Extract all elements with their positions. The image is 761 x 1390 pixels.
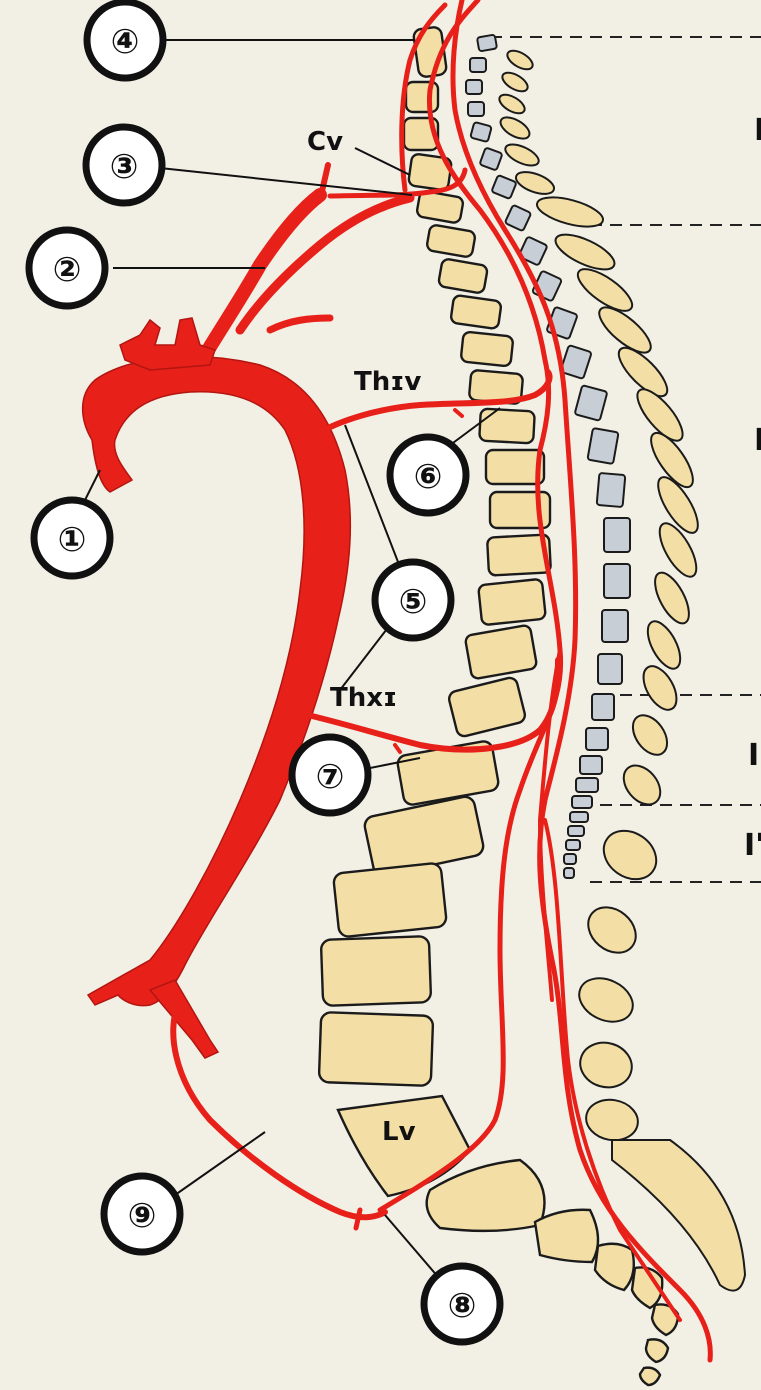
spinous-process [583,1096,641,1144]
cord-segment [470,58,486,72]
vertebral-body [319,1012,433,1086]
spinous-process [616,759,667,812]
cord-segment [576,778,598,792]
badge-label: ④ [111,22,140,62]
badge-9: ⑨ [104,1176,180,1252]
pointer-line-5b [340,625,390,690]
cord-segment [575,385,608,421]
badge-6: ⑥ [390,437,466,513]
branch-stub [356,1210,360,1228]
coccyx-segment [646,1339,668,1362]
cord-segment [491,175,516,199]
spinous-process [497,113,533,143]
branch-stub [395,745,400,752]
spinous-process [579,898,645,962]
level-label-lv: Lv [382,1117,416,1147]
vertebral-body [478,579,546,625]
edge-label: I [754,113,761,148]
coccyx-segment [640,1368,660,1385]
sacral-segment [535,1210,598,1262]
cord-segment [466,80,482,94]
sacral-segment [595,1244,634,1290]
cord-segment [604,518,630,552]
cord-segment [602,610,628,642]
spinous-process [641,616,687,673]
cord-segment [598,654,622,684]
cord-segment [477,35,497,52]
aorta [83,357,351,1006]
spinous-process [502,140,541,170]
badge-label: ⑧ [448,1286,477,1326]
badge-label: ⑤ [399,582,428,622]
badge-5: ⑤ [375,562,451,638]
branch [270,318,330,330]
cord-segment [580,756,602,774]
cord-segment [560,345,591,379]
cord-segment [570,812,588,822]
cord-segment [566,840,580,850]
badge-4: ④ [87,2,163,78]
pointer-line-3 [160,168,412,195]
spinous-process [572,970,640,1030]
spinous-process [496,91,527,117]
level-label-thxi: Thxɪ [330,683,397,713]
pointer-line-9 [175,1132,265,1195]
badge-label: ⑦ [316,757,345,797]
cord-segment [470,122,492,142]
cord-segment [468,102,484,116]
cord-segment [587,428,618,464]
spinous-process [626,709,674,761]
pointer-line-5a [345,425,405,580]
badge-2: ② [29,230,105,306]
subclavian-branch [205,195,320,355]
badge-label: ③ [110,147,139,187]
vertebral-body [333,863,447,938]
badge-label: ⑥ [414,457,443,497]
edge-label: I [748,738,759,773]
badge-1: ① [34,500,110,576]
cord-segment [479,147,502,170]
vertebral-body [426,224,476,258]
cord-segment [604,564,630,598]
vertebral-body [447,676,526,738]
vertebral-body [321,936,431,1006]
spinous-process [504,47,535,73]
spinous-process [594,821,665,889]
arch-branches [120,318,215,370]
cord-segment [572,796,592,808]
cord-segment [568,826,584,836]
badge-label: ① [58,520,87,560]
spinous-process [534,192,606,233]
branch-stub [455,410,462,416]
vertebral-body [438,258,488,294]
cord-segment [564,854,576,864]
level-label-thiv: Thɪv [354,367,421,397]
cord-segment [597,473,626,507]
spinous-process [575,1037,637,1093]
common-iliac-artery [150,980,218,1058]
spinous-process [513,168,557,199]
cord-segment [592,694,614,720]
badge-3: ③ [86,127,162,203]
edge-label: I [754,423,761,458]
vertebral-body [465,625,538,680]
level-label-cv: Cv [307,127,343,157]
edge-label: I' [744,828,761,863]
badge-label: ② [53,250,82,290]
cord-segment [505,205,532,232]
cord-segment [564,868,574,878]
vertebral-body [450,295,501,329]
badge-8: ⑧ [424,1266,500,1342]
badge-label: ⑨ [128,1196,157,1236]
cord-segment [586,728,608,750]
spinous-process [499,69,530,95]
badge-7: ⑦ [292,737,368,813]
vertebral-body [479,409,535,444]
vertebral-body [461,331,514,366]
